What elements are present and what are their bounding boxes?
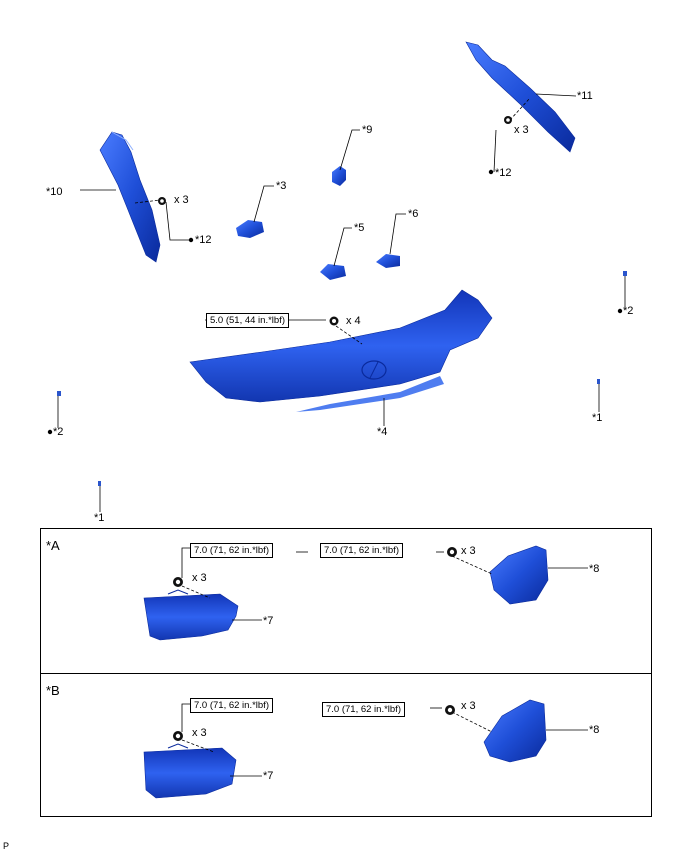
torque-spec-b8: 7.0 (71, 62 in.*lbf) — [322, 702, 405, 717]
leader-lines — [57, 93, 626, 512]
part-1-left-stud — [98, 481, 101, 486]
torque-spec-b7: 7.0 (71, 62 in.*lbf) — [190, 698, 273, 713]
torque-spec-a8: 7.0 (71, 62 in.*lbf) — [320, 543, 403, 558]
label-part-2-right: *2 — [623, 305, 634, 317]
section-a-drawing — [143, 545, 588, 641]
label-part-5: *5 — [354, 222, 365, 234]
label-part-1-left: *1 — [94, 512, 105, 524]
part-10-garnish — [99, 131, 161, 263]
label-qty-11: x 3 — [514, 124, 529, 136]
label-qty-b7: x 3 — [192, 727, 207, 739]
label-part-12-left: *12 — [195, 234, 212, 246]
section-b-label: *B — [46, 683, 60, 698]
label-part-12-right: *12 — [495, 167, 512, 179]
label-qty-a8: x 3 — [461, 545, 476, 557]
label-qty-10: x 3 — [174, 194, 189, 206]
part-6-bracket — [376, 254, 400, 268]
label-part-2-left: *2 — [53, 426, 64, 438]
part-3-bracket — [236, 220, 264, 238]
label-part-7-b: *7 — [263, 770, 274, 782]
label-part-4: *4 — [377, 426, 388, 438]
torque-spec-main: 5.0 (51, 44 in.*lbf) — [206, 313, 289, 328]
part-2-left-stud — [57, 391, 61, 396]
fastener-nuts — [158, 116, 512, 326]
label-part-11: *11 — [577, 90, 593, 102]
label-part-6: *6 — [408, 208, 419, 220]
section-b-frame — [40, 672, 652, 817]
label-qty-a7: x 3 — [192, 572, 207, 584]
label-part-3: *3 — [276, 180, 287, 192]
torque-spec-a7: 7.0 (71, 62 in.*lbf) — [190, 543, 273, 558]
section-b-drawing — [143, 699, 588, 799]
label-part-10: *10 — [46, 186, 63, 198]
section-a-label: *A — [46, 538, 60, 553]
label-part-8-a: *8 — [589, 563, 600, 575]
section-a-frame — [40, 528, 652, 674]
part-1-right-stud — [597, 379, 600, 384]
label-part-9: *9 — [362, 124, 373, 136]
label-part-8-b: *8 — [589, 724, 600, 736]
part-9-clip — [332, 166, 346, 186]
part-2-right-stud — [623, 271, 627, 276]
label-part-7-a: *7 — [263, 615, 274, 627]
part-11-garnish — [465, 41, 576, 153]
label-qty-4: x 4 — [346, 315, 361, 327]
footer-code: P — [3, 841, 10, 851]
dashed-lines — [134, 97, 531, 345]
part-4-door-garnish — [189, 289, 493, 412]
label-part-1-right: *1 — [592, 412, 603, 424]
part-5-bracket — [320, 264, 346, 280]
label-qty-b8: x 3 — [461, 700, 476, 712]
